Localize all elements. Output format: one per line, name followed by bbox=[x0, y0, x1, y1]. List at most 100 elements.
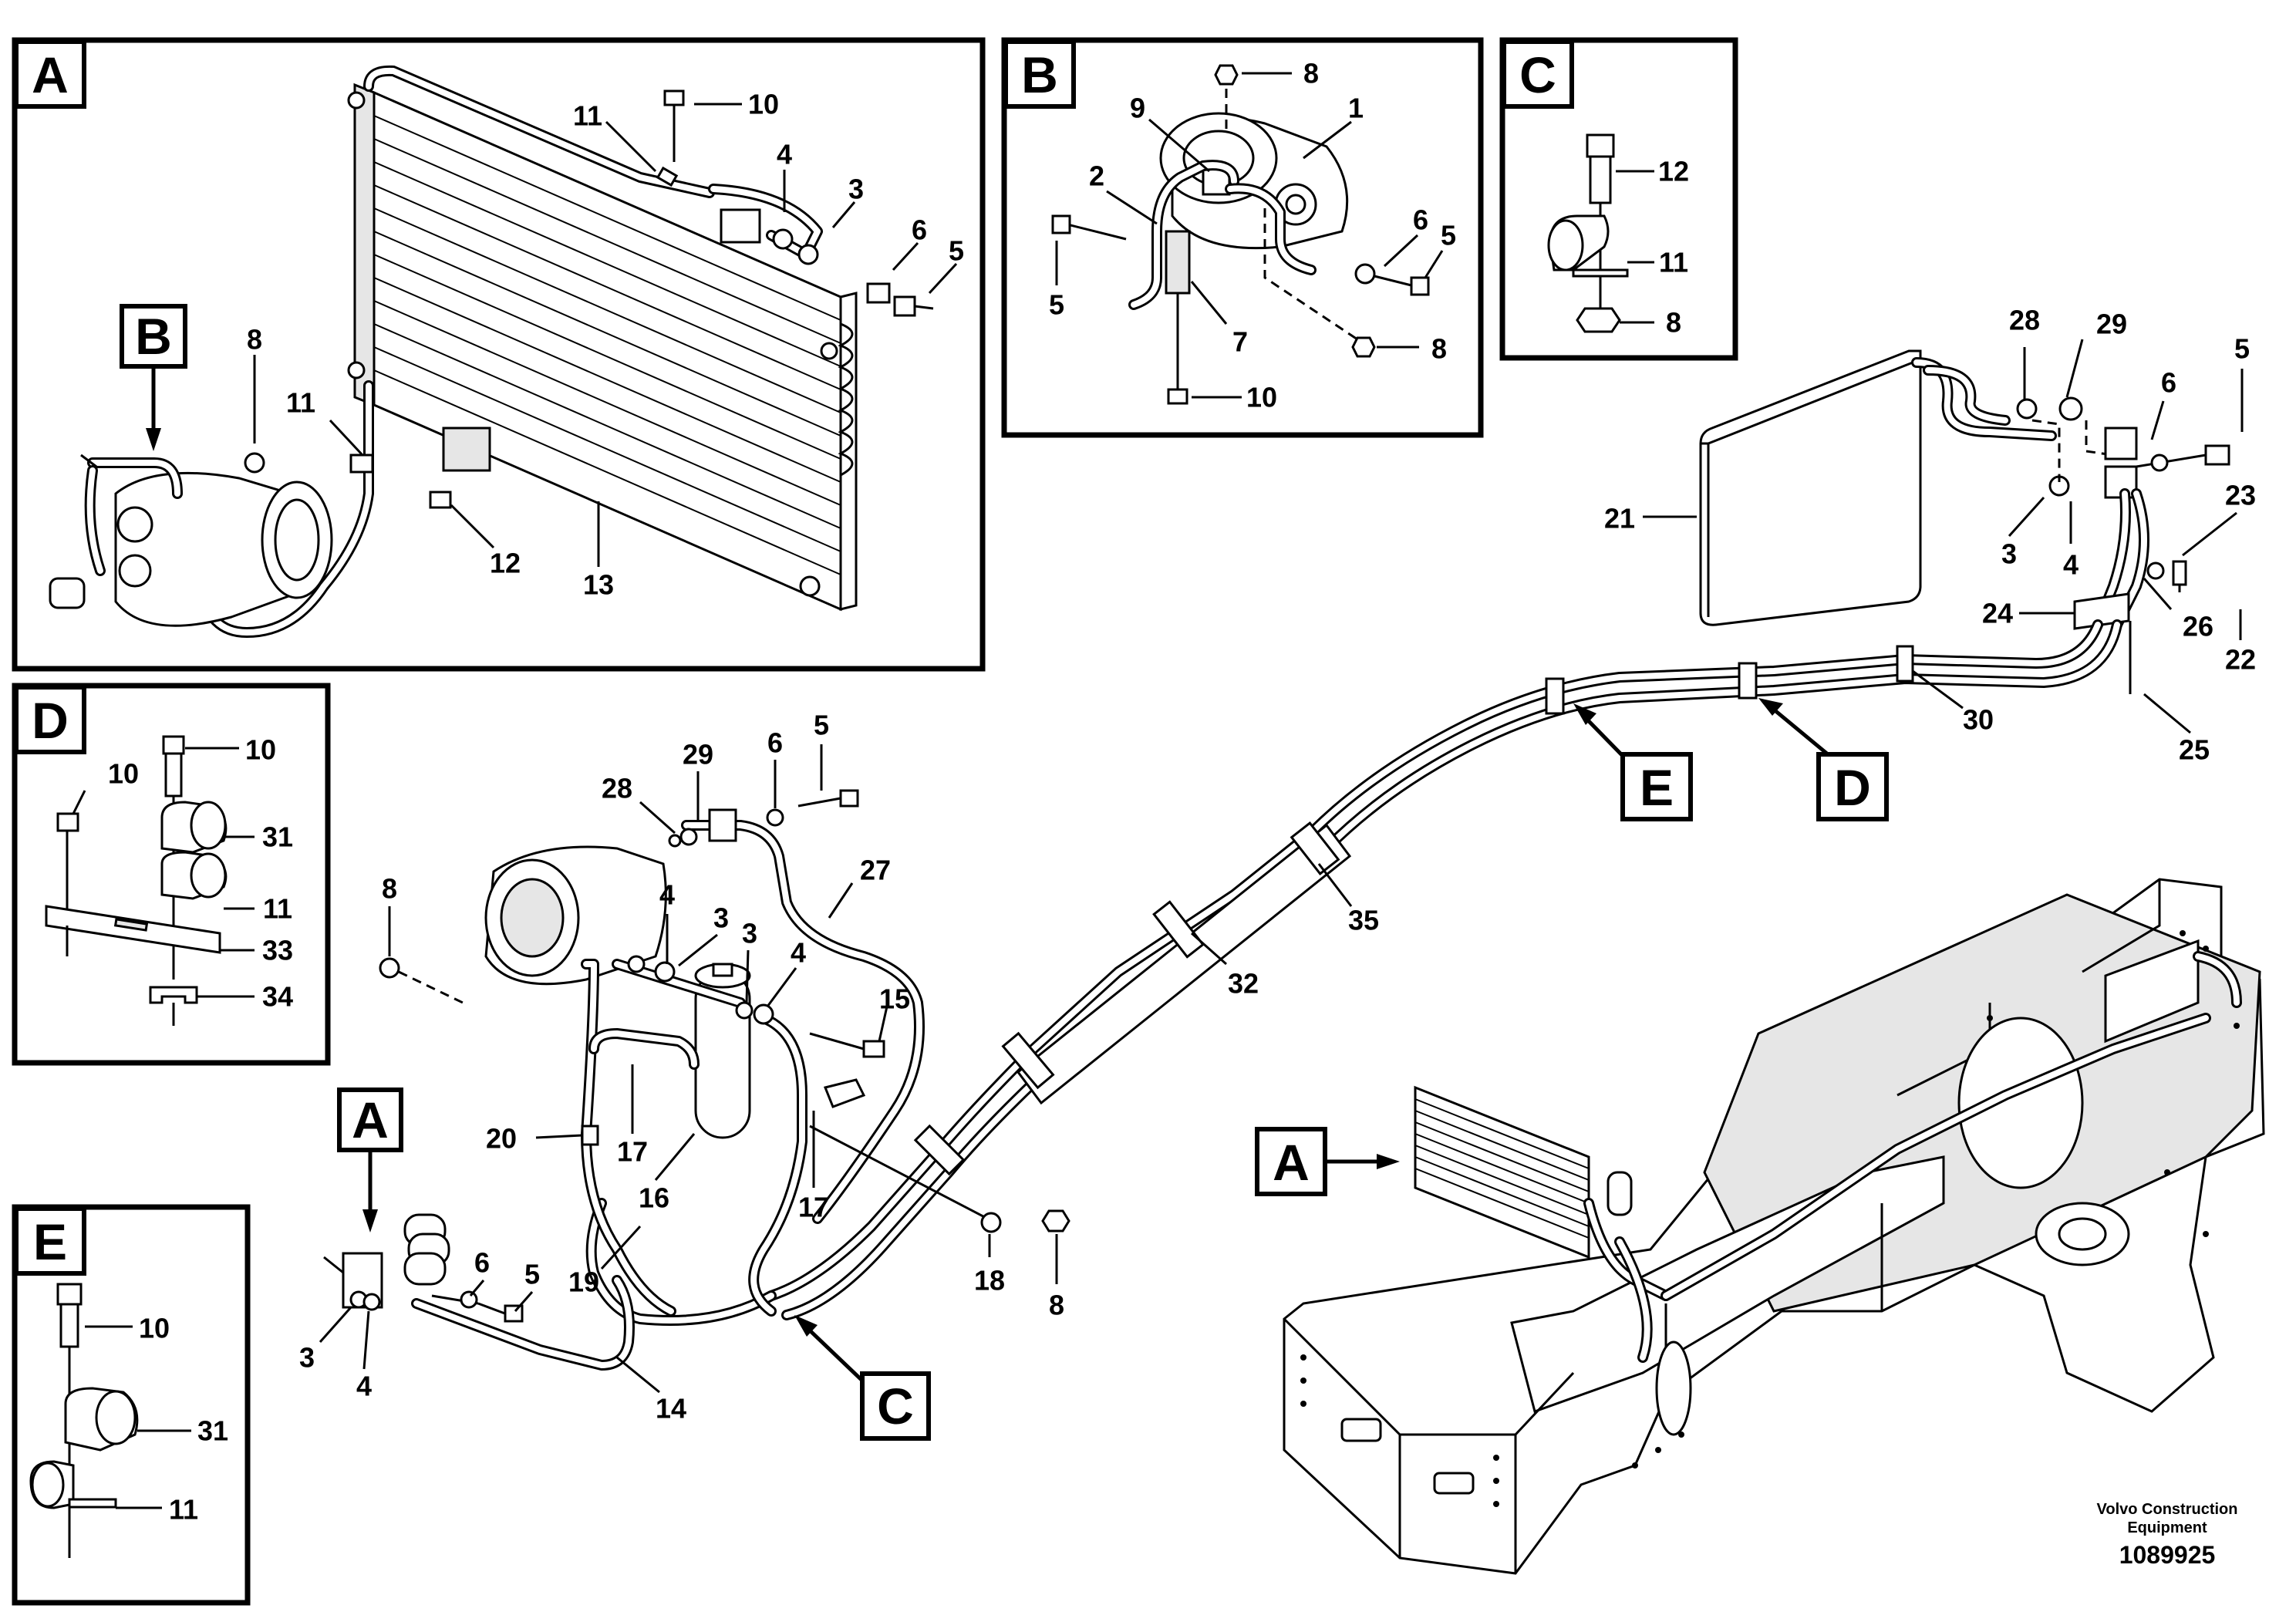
document-number: 1089925 bbox=[2119, 1541, 2216, 1569]
evaporator-illustration bbox=[1699, 349, 2230, 694]
compressor-illustration-a bbox=[49, 454, 333, 627]
label-13-a: 13 bbox=[583, 569, 614, 601]
label-23: 23 bbox=[2225, 480, 2256, 511]
label-21: 21 bbox=[1604, 503, 1635, 534]
label-1-b: 1 bbox=[1348, 93, 1364, 124]
label-8-main-left: 8 bbox=[382, 873, 397, 905]
detail-a-ref-b-tag: B bbox=[135, 308, 172, 365]
label-5-evap: 5 bbox=[2234, 333, 2250, 365]
label-8-b-top: 8 bbox=[1303, 58, 1319, 89]
clamp-illustration-c bbox=[1547, 133, 1629, 333]
main-ref-a-tag-left: A bbox=[352, 1091, 389, 1148]
brand-line-2: Equipment bbox=[2127, 1519, 2207, 1536]
label-3-a: 3 bbox=[848, 174, 864, 205]
detail-d-tag: D bbox=[32, 692, 69, 749]
label-32: 32 bbox=[1228, 968, 1259, 1000]
label-4-a: 4 bbox=[777, 139, 792, 170]
label-14: 14 bbox=[656, 1393, 686, 1425]
label-10-d-left: 10 bbox=[108, 758, 139, 790]
label-6-main: 6 bbox=[767, 727, 783, 759]
label-27: 27 bbox=[860, 855, 891, 886]
compressor-drier-assembly bbox=[323, 789, 1070, 1371]
label-6-a: 6 bbox=[912, 214, 927, 246]
label-5-b-left: 5 bbox=[1049, 289, 1064, 321]
label-4-left: 4 bbox=[356, 1371, 372, 1402]
label-3-evap: 3 bbox=[2001, 538, 2017, 570]
detail-a-tag: A bbox=[32, 46, 69, 103]
label-22: 22 bbox=[2225, 644, 2256, 676]
label-2-b: 2 bbox=[1089, 160, 1104, 192]
label-5-a: 5 bbox=[949, 235, 964, 267]
label-33-d: 33 bbox=[262, 935, 293, 966]
detail-frame-b: B 8 9 1 bbox=[1001, 37, 1484, 438]
label-16: 16 bbox=[639, 1182, 669, 1214]
main-labels: 28 29 6 5 21 23 3 4 24 26 22 25 30 35 32… bbox=[299, 305, 2256, 1425]
label-8-b-right: 8 bbox=[1431, 333, 1447, 365]
detail-a-labels: 10 11 4 3 6 5 8 11 12 13 bbox=[247, 89, 964, 601]
detail-frame-e: E 10 31 11 bbox=[12, 1204, 251, 1606]
label-29-main: 29 bbox=[683, 739, 713, 771]
bracket-illustration-d bbox=[45, 735, 228, 1026]
label-10-b: 10 bbox=[1246, 382, 1277, 413]
label-11-d: 11 bbox=[263, 893, 292, 925]
label-17-left: 17 bbox=[617, 1136, 648, 1168]
label-6-evap: 6 bbox=[2161, 367, 2176, 399]
label-4-main-top: 4 bbox=[659, 879, 675, 911]
label-9-b: 9 bbox=[1130, 93, 1145, 124]
detail-frame-a: A bbox=[12, 37, 986, 672]
label-10-e: 10 bbox=[139, 1313, 170, 1344]
main-ref-e-tag: E bbox=[1640, 759, 1674, 816]
label-3-main-b: 3 bbox=[742, 918, 757, 949]
label-6-left: 6 bbox=[474, 1247, 490, 1279]
detail-c-labels: 12 11 8 bbox=[1616, 156, 1689, 339]
main-ref-a-tag-chassis: A bbox=[1273, 1134, 1310, 1191]
label-31-e: 31 bbox=[197, 1415, 228, 1447]
label-4-evap: 4 bbox=[2063, 549, 2079, 581]
label-20: 20 bbox=[486, 1123, 517, 1155]
label-3-main-a: 3 bbox=[713, 902, 729, 934]
label-5-left: 5 bbox=[524, 1259, 540, 1290]
label-19: 19 bbox=[568, 1266, 599, 1298]
label-7-b: 7 bbox=[1232, 326, 1248, 358]
hose-routing bbox=[585, 619, 2122, 1326]
chassis-frame-illustration bbox=[1283, 878, 2265, 1575]
label-10-d-right: 10 bbox=[245, 734, 276, 766]
label-8-c: 8 bbox=[1666, 307, 1681, 339]
label-6-b: 6 bbox=[1413, 204, 1428, 236]
label-26: 26 bbox=[2183, 611, 2213, 642]
label-11-a-left: 11 bbox=[286, 387, 315, 419]
detail-d-labels: 10 10 31 11 33 34 bbox=[72, 734, 293, 1013]
detail-frame-d: D 10 10 31 11 33 34 bbox=[12, 683, 331, 1066]
detail-e-labels: 10 31 11 bbox=[85, 1313, 228, 1526]
detail-e-tag: E bbox=[33, 1213, 67, 1270]
label-18: 18 bbox=[974, 1265, 1005, 1297]
detail-b-labels: 8 9 1 2 5 6 5 7 8 10 bbox=[1049, 58, 1456, 413]
label-29-evap: 29 bbox=[2096, 309, 2127, 340]
brand-line-1: Volvo Construction bbox=[2097, 1501, 2238, 1518]
label-11-c: 11 bbox=[1659, 247, 1688, 278]
label-28-main: 28 bbox=[602, 773, 632, 804]
label-12-a: 12 bbox=[490, 548, 521, 579]
detail-c-tag: C bbox=[1519, 46, 1556, 103]
label-11-e: 11 bbox=[169, 1494, 198, 1526]
main-ref-c-tag: C bbox=[877, 1378, 914, 1435]
label-35: 35 bbox=[1348, 905, 1379, 936]
label-10-a: 10 bbox=[748, 89, 779, 120]
detail-frame-c: C 12 11 8 bbox=[1499, 37, 1738, 361]
compressor-illustration-b bbox=[1051, 64, 1430, 405]
clamp-illustration-e bbox=[29, 1283, 139, 1558]
footer: Volvo Construction Equipment 1089925 bbox=[2097, 1501, 2238, 1569]
label-15: 15 bbox=[879, 983, 910, 1015]
label-8-main-right: 8 bbox=[1049, 1290, 1064, 1321]
label-28-evap: 28 bbox=[2009, 305, 2040, 336]
label-4-main-b: 4 bbox=[791, 937, 806, 969]
label-17-right: 17 bbox=[798, 1192, 829, 1223]
label-5-main: 5 bbox=[814, 710, 829, 741]
label-25: 25 bbox=[2179, 734, 2210, 766]
label-31-d: 31 bbox=[262, 821, 293, 853]
label-8-a: 8 bbox=[247, 324, 262, 356]
label-30: 30 bbox=[1963, 704, 1994, 736]
label-24: 24 bbox=[1982, 598, 2013, 629]
label-5-b-right: 5 bbox=[1441, 220, 1456, 251]
